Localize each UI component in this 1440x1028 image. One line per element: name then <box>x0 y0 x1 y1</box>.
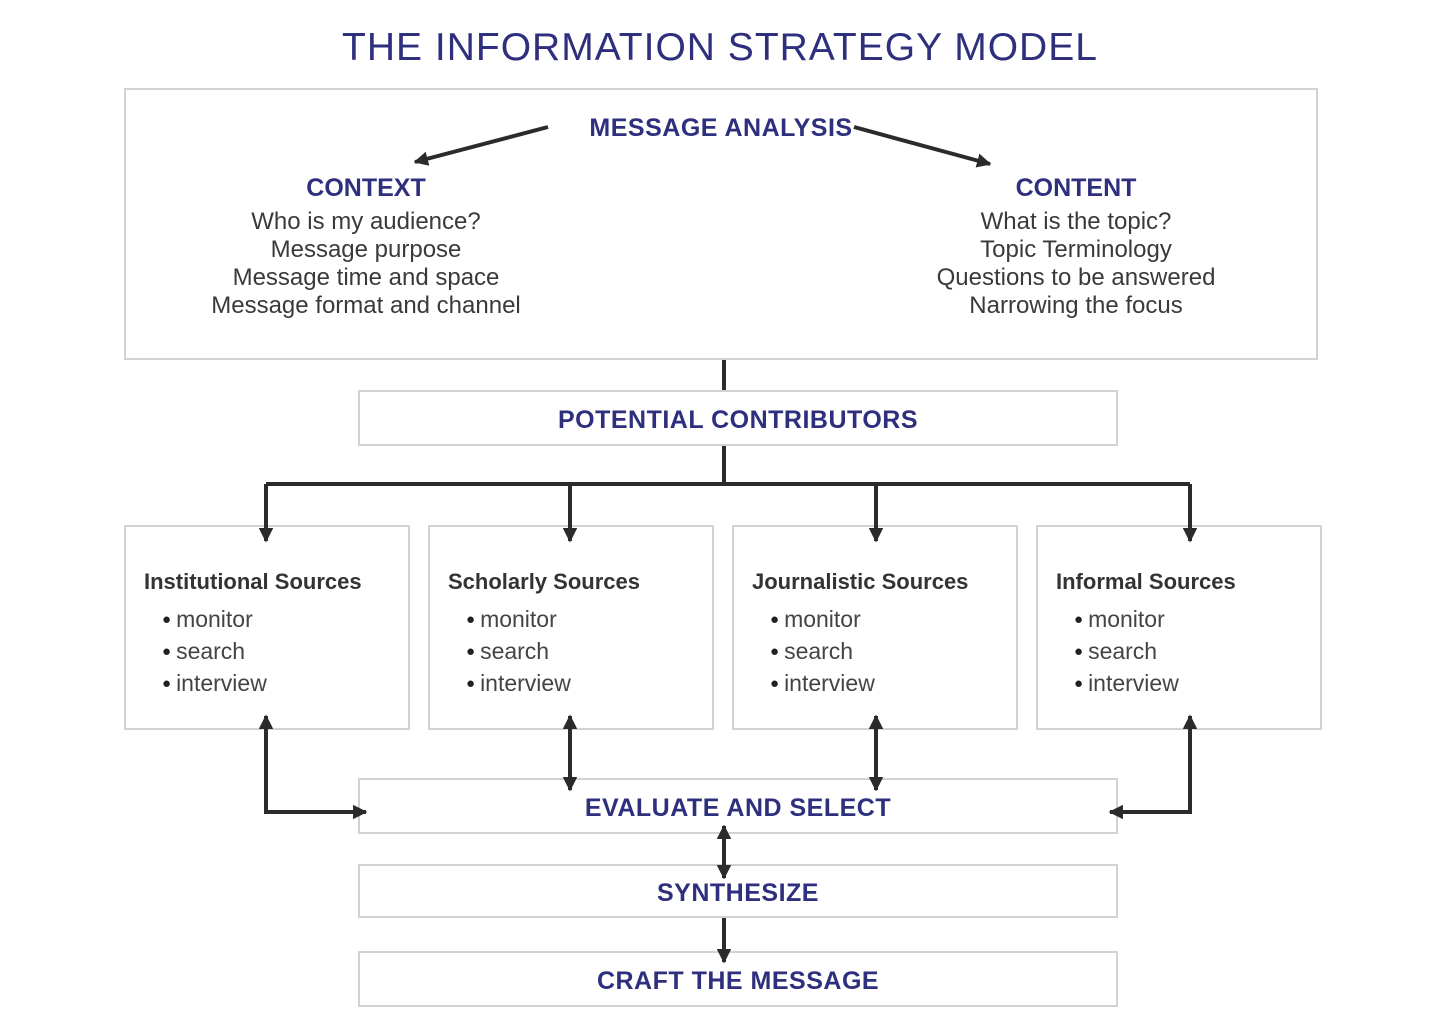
context-item: Message time and space <box>232 264 500 291</box>
message-analysis-box: MESSAGE ANALYSIS CONTEXT Who is my audie… <box>124 88 1318 360</box>
arrow-to-context <box>413 125 549 166</box>
source-activity: interview <box>466 669 571 701</box>
content-heading: CONTENT <box>1015 174 1137 202</box>
source-title: Scholarly Sources <box>448 569 640 594</box>
source-title: Journalistic Sources <box>752 569 969 594</box>
arrow-to-content <box>853 125 992 168</box>
content-column: CONTENT What is the topic? Topic Termino… <box>856 174 1296 320</box>
source-title: Institutional Sources <box>144 569 362 594</box>
content-item: Topic Terminology <box>980 236 1172 263</box>
source-activity: monitor <box>466 605 571 637</box>
source-activity: interview <box>162 669 267 701</box>
source-activity: interview <box>770 669 875 701</box>
craft-message-label: CRAFT THE MESSAGE <box>596 967 880 995</box>
source-box-scholarly: Scholarly Sources monitor search intervi… <box>428 525 714 730</box>
source-title: Informal Sources <box>1056 569 1236 594</box>
source-activity: search <box>162 637 267 669</box>
synthesize-box: SYNTHESIZE <box>358 864 1118 918</box>
context-item: Message purpose <box>270 236 462 263</box>
source-activity: search <box>770 637 875 669</box>
context-item: Who is my audience? <box>251 208 481 235</box>
message-analysis-heading: MESSAGE ANALYSIS <box>589 114 853 142</box>
craft-message-box: CRAFT THE MESSAGE <box>358 951 1118 1007</box>
content-item: Narrowing the focus <box>969 292 1183 319</box>
source-box-institutional: Institutional Sources monitor search int… <box>124 525 410 730</box>
potential-contributors-box: POTENTIAL CONTRIBUTORS <box>358 390 1118 446</box>
source-activity: monitor <box>162 605 267 637</box>
potential-contributors-label: POTENTIAL CONTRIBUTORS <box>557 406 919 434</box>
source-activity-list: monitor search interview <box>1074 605 1179 701</box>
context-item: Message format and channel <box>211 292 521 319</box>
source-activity-list: monitor search interview <box>162 605 267 701</box>
source-activity: monitor <box>1074 605 1179 637</box>
content-item: Questions to be answered <box>936 264 1216 291</box>
source-activity-list: monitor search interview <box>770 605 875 701</box>
source-activity: search <box>1074 637 1179 669</box>
context-column: CONTEXT Who is my audience? Message purp… <box>146 174 586 320</box>
source-activity-list: monitor search interview <box>466 605 571 701</box>
arrow-institutional-evaluate <box>258 714 368 820</box>
evaluate-select-box: EVALUATE AND SELECT <box>358 778 1118 834</box>
evaluate-select-label: EVALUATE AND SELECT <box>584 794 892 822</box>
source-activity: search <box>466 637 571 669</box>
arrow-informal-evaluate <box>1108 714 1198 820</box>
source-activity: monitor <box>770 605 875 637</box>
context-heading: CONTEXT <box>306 174 426 202</box>
source-activity: interview <box>1074 669 1179 701</box>
diagram-title: THE INFORMATION STRATEGY MODEL <box>342 26 1098 69</box>
synthesize-label: SYNTHESIZE <box>657 879 819 907</box>
content-item: What is the topic? <box>980 208 1172 235</box>
